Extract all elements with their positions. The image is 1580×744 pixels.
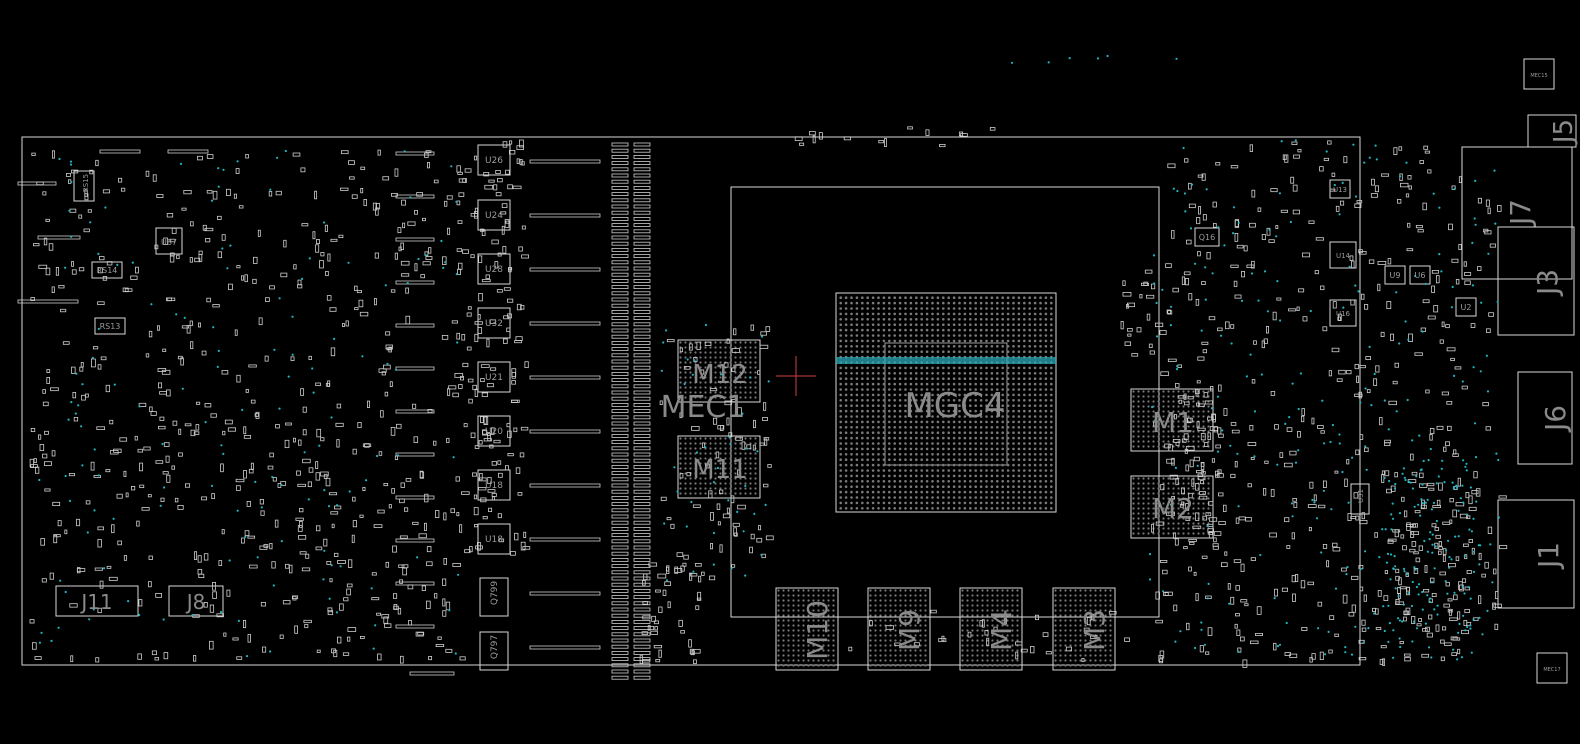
label-rs15: RS15 bbox=[82, 174, 90, 192]
label-u6: U6 bbox=[1415, 271, 1426, 280]
label-j11: J11 bbox=[79, 590, 112, 614]
gpu-package[interactable] bbox=[835, 292, 1057, 513]
connector-j11[interactable] bbox=[55, 585, 139, 617]
chip-u32[interactable] bbox=[477, 307, 511, 339]
label-m1: M1 bbox=[1152, 406, 1194, 439]
label-rs14: RS14 bbox=[97, 266, 118, 275]
connector-j8[interactable] bbox=[168, 585, 224, 617]
chip-u9[interactable] bbox=[1384, 265, 1406, 285]
vias bbox=[38, 54, 1500, 661]
label-u21: U21 bbox=[485, 373, 503, 383]
chip-u2[interactable] bbox=[1455, 297, 1477, 317]
label-q797: Q797 bbox=[490, 635, 500, 659]
memory-m10[interactable] bbox=[775, 587, 839, 671]
passive-components bbox=[17, 126, 1508, 680]
fiducial-mec17[interactable] bbox=[1536, 652, 1568, 684]
memory-m3[interactable] bbox=[1052, 587, 1116, 671]
chip-u6[interactable] bbox=[1409, 265, 1431, 285]
label-m4: M4 bbox=[985, 609, 1018, 651]
crosshair-icon bbox=[776, 356, 816, 396]
highlighted-net bbox=[836, 357, 1056, 364]
label-j3: J3 bbox=[1531, 269, 1564, 297]
label-m2: M2 bbox=[1152, 492, 1194, 525]
chip-u26[interactable] bbox=[477, 144, 511, 176]
label-u9: U9 bbox=[1390, 271, 1401, 280]
label-j6: J6 bbox=[1539, 405, 1572, 433]
connector-j1[interactable] bbox=[1497, 499, 1575, 609]
chip-u16[interactable] bbox=[1329, 299, 1357, 327]
connector-j6[interactable] bbox=[1517, 371, 1573, 465]
chip-u31[interactable] bbox=[1350, 483, 1370, 515]
label-m10: M10 bbox=[801, 600, 834, 660]
label-u31: U31 bbox=[1357, 489, 1365, 503]
memory-m9[interactable] bbox=[867, 587, 931, 671]
label-u14: U14 bbox=[1336, 252, 1351, 260]
label-u28: U28 bbox=[485, 265, 503, 275]
chip-rs13[interactable] bbox=[94, 317, 126, 335]
chip-q799[interactable] bbox=[479, 577, 509, 617]
label-mec15: MEC15 bbox=[1530, 73, 1547, 79]
chip-rs15[interactable] bbox=[73, 170, 95, 202]
gpu-die bbox=[884, 342, 1008, 466]
label-gpu: MGC4 bbox=[904, 386, 1005, 426]
label-u32: U32 bbox=[485, 319, 503, 329]
label-u87: U87 bbox=[161, 238, 177, 247]
label-u16: U16 bbox=[1336, 310, 1351, 318]
chip-q16[interactable] bbox=[1194, 227, 1220, 247]
board-outline bbox=[21, 136, 1361, 666]
memory-m11[interactable] bbox=[677, 435, 761, 499]
label-u18-a: U18 bbox=[485, 481, 503, 491]
label-mec1: MEC1 bbox=[661, 390, 746, 425]
label-j5: J5 bbox=[1549, 119, 1579, 145]
label-j7: J7 bbox=[1504, 199, 1537, 227]
label-u20: U20 bbox=[485, 427, 503, 437]
label-mec17: MEC17 bbox=[1543, 667, 1560, 673]
connector-j3[interactable] bbox=[1497, 226, 1575, 336]
chip-u14[interactable] bbox=[1329, 241, 1357, 269]
label-j1: J1 bbox=[1532, 542, 1565, 570]
chip-u18-b[interactable] bbox=[477, 523, 511, 555]
connector-j7[interactable] bbox=[1461, 146, 1573, 280]
fiducial-mec15[interactable] bbox=[1523, 58, 1555, 90]
label-q16: Q16 bbox=[1199, 233, 1215, 242]
memory-m4[interactable] bbox=[959, 587, 1023, 671]
label-m12: M12 bbox=[692, 360, 748, 390]
label-m3: M3 bbox=[1078, 609, 1111, 651]
chip-u87[interactable] bbox=[155, 227, 183, 255]
label-u26: U26 bbox=[485, 156, 503, 166]
label-u13: U13 bbox=[1333, 186, 1347, 194]
label-m11: M11 bbox=[692, 455, 748, 485]
label-q799: Q799 bbox=[490, 581, 500, 606]
label-u2: U2 bbox=[1461, 303, 1472, 312]
label-u18-b: U18 bbox=[485, 535, 503, 545]
label-m9: M9 bbox=[893, 609, 926, 651]
memory-m2[interactable] bbox=[1130, 475, 1214, 539]
chip-u28[interactable] bbox=[477, 253, 511, 285]
bga-pads bbox=[679, 296, 1210, 667]
label-u24: U24 bbox=[485, 211, 503, 221]
label-rs13: RS13 bbox=[100, 322, 121, 331]
chip-q797[interactable] bbox=[479, 631, 509, 671]
chip-u21[interactable] bbox=[477, 361, 511, 393]
label-j8: J8 bbox=[185, 590, 206, 614]
